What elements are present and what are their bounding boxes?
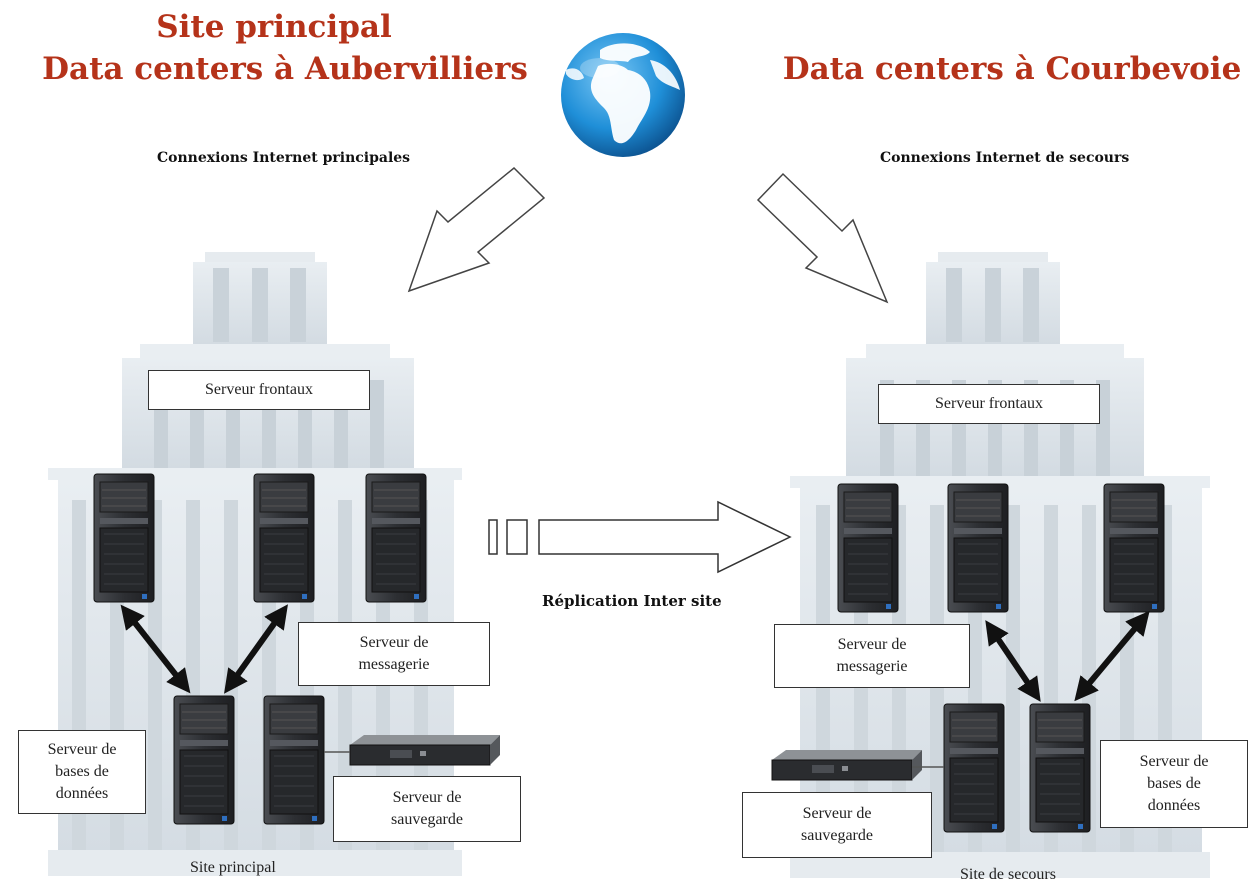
right-messaging-box: Serveur de messagerie (774, 624, 970, 688)
left-backup-label-1: Serveur de (392, 789, 462, 806)
label-backup-connections: Connexions Internet de secours (880, 150, 1130, 166)
left-backup-server (263, 695, 325, 825)
left-messaging-box: Serveur de messagerie (298, 622, 490, 686)
left-frontend-label: Serveur frontaux (205, 381, 313, 398)
right-backup-box: Serveur de sauvegarde (742, 792, 932, 858)
title-main-line1: Site principal (156, 9, 392, 45)
left-backup-label-2: sauvegarde (391, 811, 463, 828)
right-frontend-server-1 (837, 483, 899, 613)
left-db-box: Serveur de bases de données (18, 730, 146, 814)
label-main-connections: Connexions Internet principales (157, 150, 411, 166)
left-messaging-label-1: Serveur de (359, 634, 429, 651)
right-link-arrows (985, 610, 1150, 702)
internet-arrow-right (756, 172, 889, 304)
left-db-label-2: bases de (55, 763, 109, 780)
right-db-box: Serveur de bases de données (1100, 740, 1248, 828)
title-main-line2: Data centers à Aubervilliers (42, 51, 528, 87)
right-backup-label-1: Serveur de (802, 805, 872, 822)
left-db-label-3: données (55, 785, 109, 802)
right-frontend-label: Serveur frontaux (935, 395, 1043, 412)
right-backup-server (943, 703, 1005, 833)
right-db-label-2: bases de (1147, 775, 1201, 792)
right-frontend-server-3 (1103, 483, 1165, 613)
left-site-caption: Site principal (190, 859, 276, 876)
left-link-arrows (120, 604, 288, 694)
globe-icon (561, 33, 685, 157)
left-frontend-server-2 (253, 473, 315, 603)
right-db-server (1029, 703, 1091, 833)
right-site-caption: Site de secours (960, 866, 1056, 883)
left-tape-drive (349, 734, 501, 766)
right-frontend-box: Serveur frontaux (878, 384, 1100, 424)
left-db-server (173, 695, 235, 825)
right-backup-label-2: sauvegarde (801, 827, 873, 844)
label-replication: Réplication Inter site (542, 592, 722, 610)
right-tape-drive (771, 749, 923, 781)
right-messaging-label-1: Serveur de (837, 636, 907, 653)
left-backup-box: Serveur de sauvegarde (333, 776, 521, 842)
right-frontend-server-2 (947, 483, 1009, 613)
left-frontend-box: Serveur frontaux (148, 370, 370, 410)
left-frontend-server-1 (93, 473, 155, 603)
title-backup: Data centers à Courbevoie (782, 51, 1242, 87)
left-messaging-label-2: messagerie (358, 656, 430, 673)
replication-arrow (488, 500, 792, 574)
left-db-label-1: Serveur de (47, 741, 117, 758)
internet-arrow-left (407, 166, 546, 293)
left-frontend-server-3 (365, 473, 427, 603)
right-messaging-label-2: messagerie (836, 658, 908, 675)
right-db-label-1: Serveur de (1139, 753, 1209, 770)
right-db-label-3: données (1147, 797, 1201, 814)
